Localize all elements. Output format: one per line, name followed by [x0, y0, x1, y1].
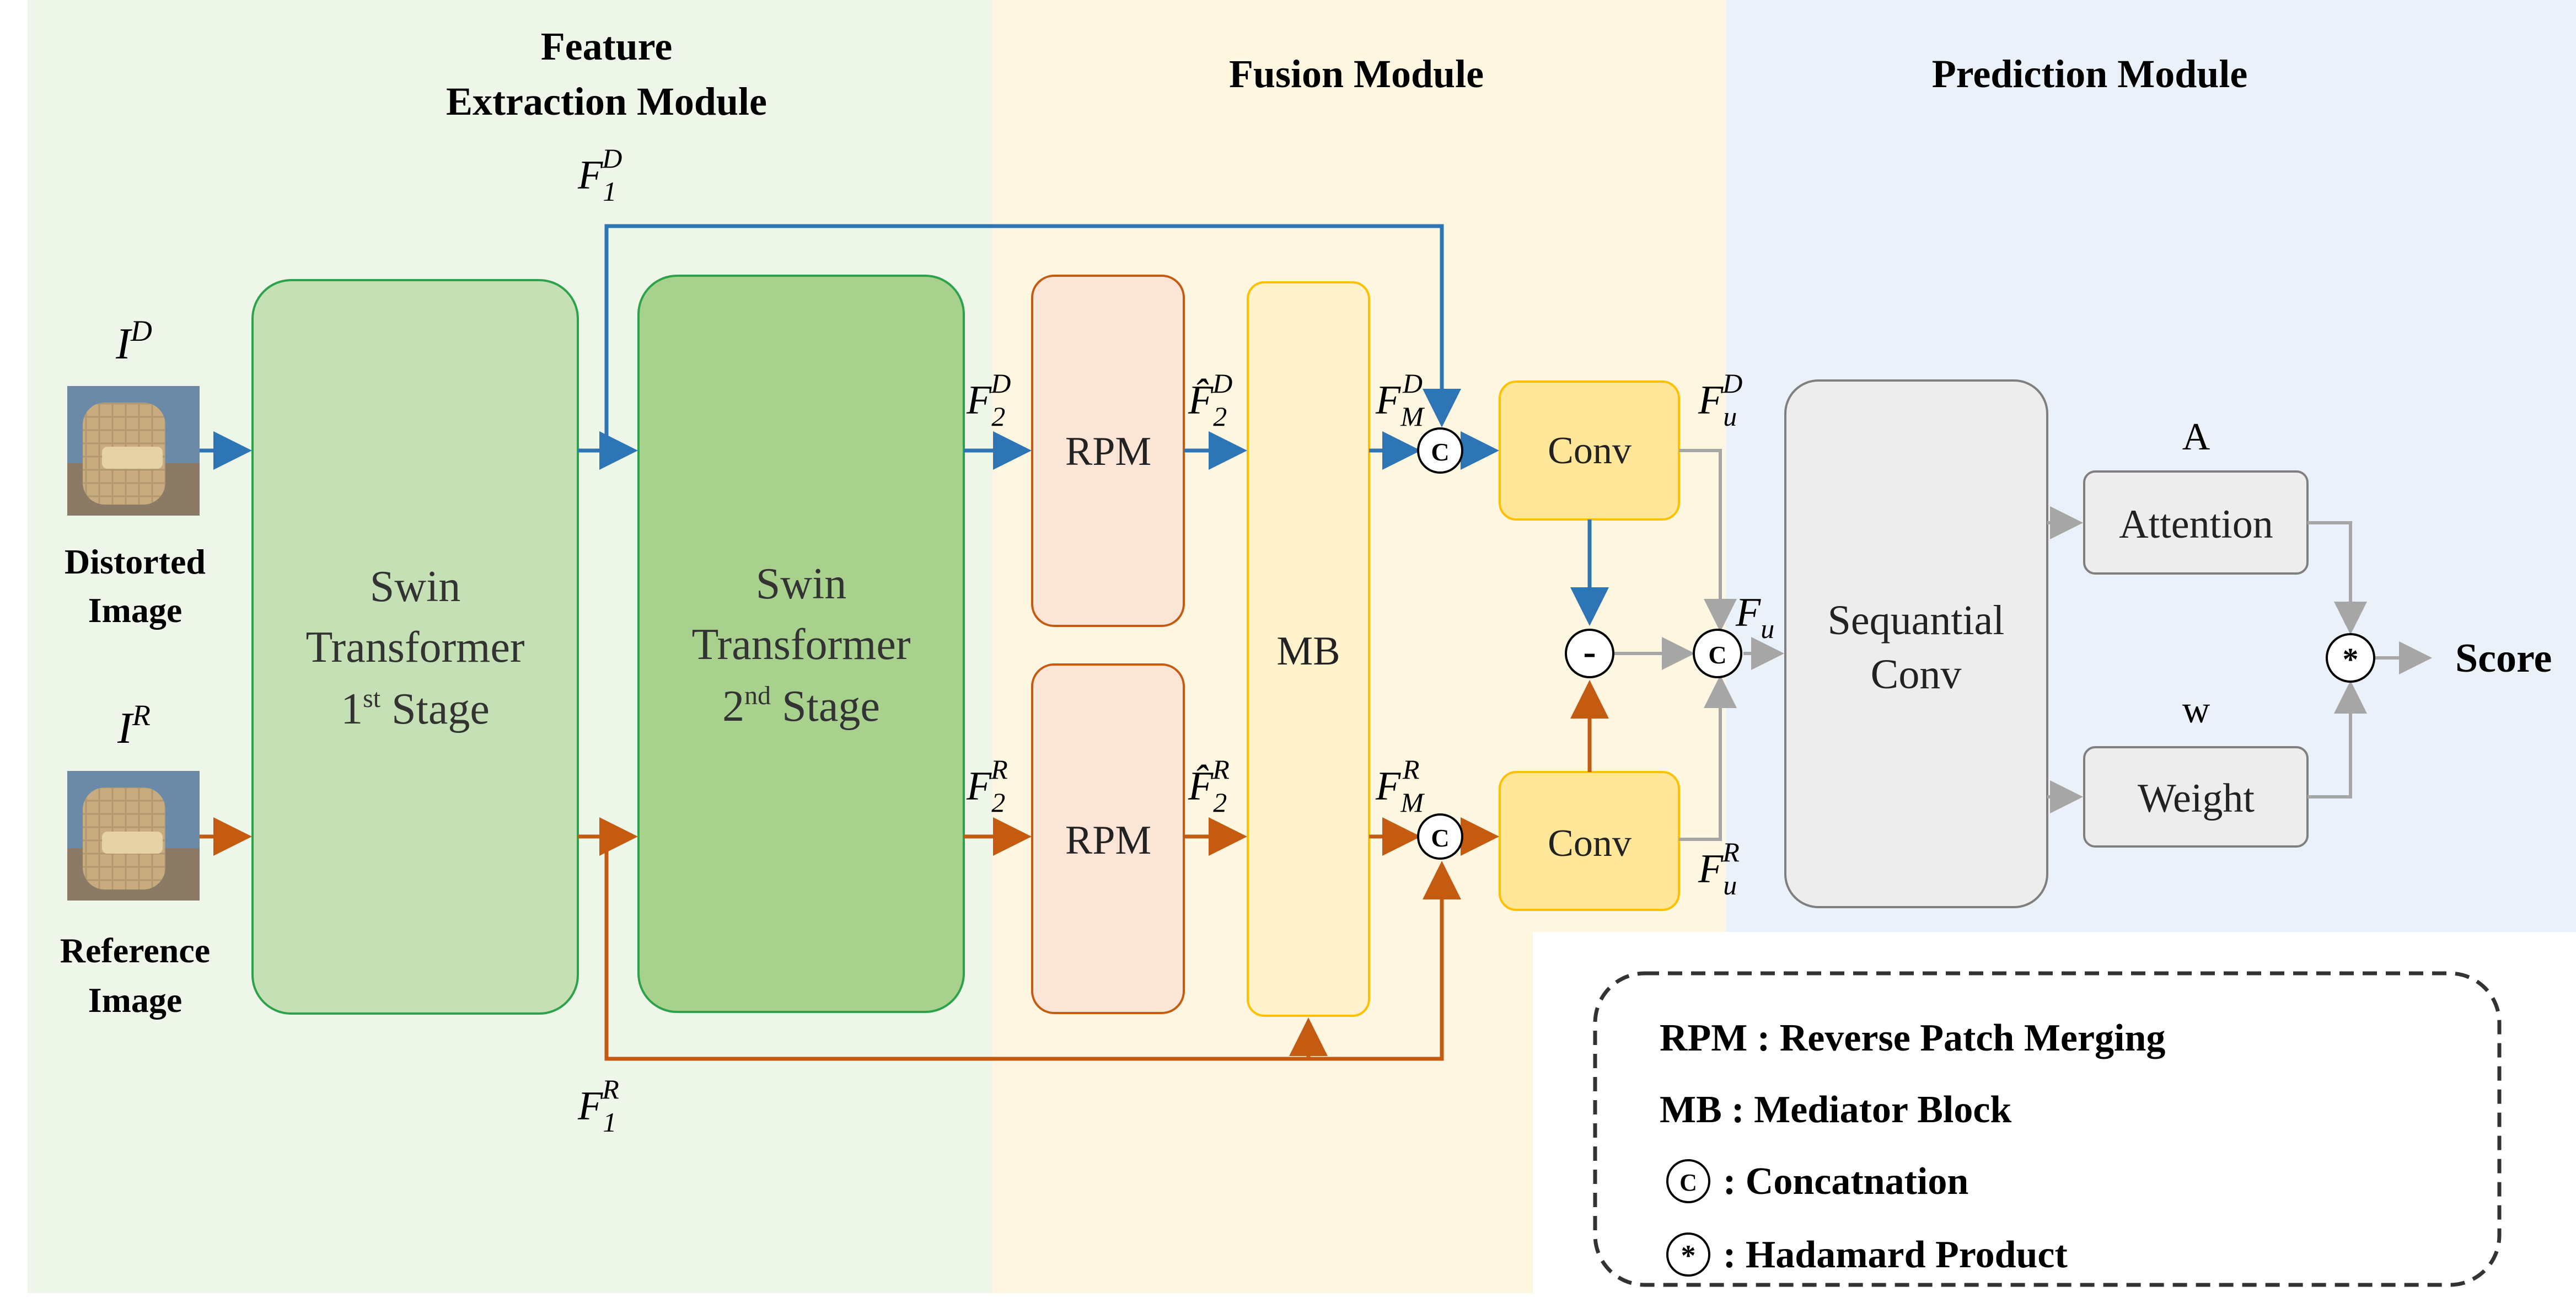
feature-extraction-title-line2: Extraction Module: [446, 79, 767, 124]
distorted-image-label-line2: Image: [88, 591, 183, 630]
sequential-conv-block: Sequantial Conv: [1784, 379, 2048, 908]
label-fu: Fu: [1735, 590, 1774, 644]
conv-top-block: Conv: [1499, 380, 1680, 521]
conv-bottom-block: Conv: [1499, 771, 1680, 911]
label-w: w: [2182, 689, 2210, 731]
concat-top-operator: C: [1417, 427, 1463, 474]
subtract-operator: -: [1565, 629, 1614, 678]
mediator-block: MB: [1247, 281, 1370, 1017]
label-f2r-hat: F̂2R: [1188, 754, 1230, 818]
svg-text:C: C: [1431, 438, 1449, 466]
svg-text:*: *: [2343, 641, 2359, 677]
swin-stage1-block: Swin Transformer 1st Stage: [251, 279, 579, 1015]
reference-image-label-line2: Image: [88, 980, 183, 1020]
rpm-bottom-block: RPM: [1031, 663, 1185, 1014]
weight-block: Weight: [2083, 746, 2309, 848]
distorted-path-arrows: [200, 224, 1609, 626]
label-f2d: F2D: [966, 368, 1011, 432]
attention-block: Attention: [2083, 470, 2309, 575]
legend-item-hadamard: * : Hadamard Product: [1666, 1232, 2068, 1277]
svg-text:Transformer: Transformer: [692, 620, 911, 669]
fusion-module-title: Fusion Module: [1229, 52, 1484, 96]
swin-stage2-block: Swin Transformer 2nd Stage: [637, 275, 965, 1013]
svg-text:Weight: Weight: [2138, 776, 2255, 821]
svg-text:1st Stage: 1st Stage: [341, 684, 490, 733]
score-label: Score: [2455, 636, 2552, 681]
svg-text:Swin: Swin: [756, 560, 847, 608]
concat-bottom-operator: C: [1417, 813, 1463, 860]
legend: RPM : Reverse Patch Merging MB : Mediato…: [1593, 971, 2502, 1287]
label-f2r: F2R: [966, 754, 1008, 818]
concat-fusion-operator: C: [1693, 629, 1742, 678]
svg-text:*: *: [1681, 1239, 1696, 1272]
svg-text:Conv: Conv: [1548, 822, 1632, 865]
svg-text:Conv: Conv: [1548, 430, 1632, 472]
svg-text:MB: MB: [1276, 629, 1340, 674]
legend-item-rpm: RPM : Reverse Patch Merging: [1660, 1017, 2165, 1059]
svg-text:-: -: [1583, 631, 1596, 673]
svg-text:RPM: RPM: [1065, 429, 1151, 474]
svg-text:C: C: [1708, 641, 1726, 669]
input-distorted-symbol: ID: [115, 314, 152, 368]
svg-text:C: C: [1679, 1169, 1697, 1196]
label-fur: FuR: [1698, 837, 1740, 901]
svg-text:2nd Stage: 2nd Stage: [722, 681, 880, 731]
svg-text:Sequantial: Sequantial: [1828, 597, 2005, 644]
reference-path-arrows: [200, 680, 1609, 1061]
distorted-image: [67, 386, 200, 516]
label-fud: FuD: [1698, 368, 1742, 432]
svg-text:: Concatnation: : Concatnation: [1723, 1160, 1968, 1203]
label-a: A: [2182, 416, 2210, 458]
svg-text:: Hadamard Product: : Hadamard Product: [1723, 1234, 2068, 1276]
distorted-image-label-line1: Distorted: [65, 542, 206, 581]
svg-text:Swin: Swin: [370, 562, 461, 611]
label-f2d-hat: F̂2D: [1188, 368, 1232, 432]
rpm-top-block: RPM: [1031, 275, 1185, 627]
svg-text:Attention: Attention: [2119, 502, 2273, 547]
prediction-module-title: Prediction Module: [1932, 52, 2248, 96]
svg-text:Conv: Conv: [1871, 651, 1962, 698]
hadamard-operator: *: [2326, 633, 2375, 683]
feature-extraction-title-line1: Feature: [541, 24, 673, 68]
prediction-path-arrows: [1613, 449, 2432, 841]
input-reference-symbol: IR: [117, 699, 151, 753]
svg-text:Transformer: Transformer: [306, 623, 525, 672]
reference-image-label-line1: Reference: [60, 931, 210, 970]
label-fmd: FMD: [1375, 368, 1425, 432]
legend-item-mb: MB : Mediator Block: [1660, 1089, 2011, 1131]
label-f1r: F1R: [577, 1074, 619, 1138]
label-f1d: F1D: [577, 143, 622, 207]
legend-item-concat: C : Concatnation: [1666, 1159, 1968, 1203]
label-fmr: FMR: [1375, 754, 1425, 818]
reference-image: [67, 771, 200, 901]
svg-text:RPM: RPM: [1065, 818, 1151, 863]
svg-text:C: C: [1431, 824, 1449, 852]
